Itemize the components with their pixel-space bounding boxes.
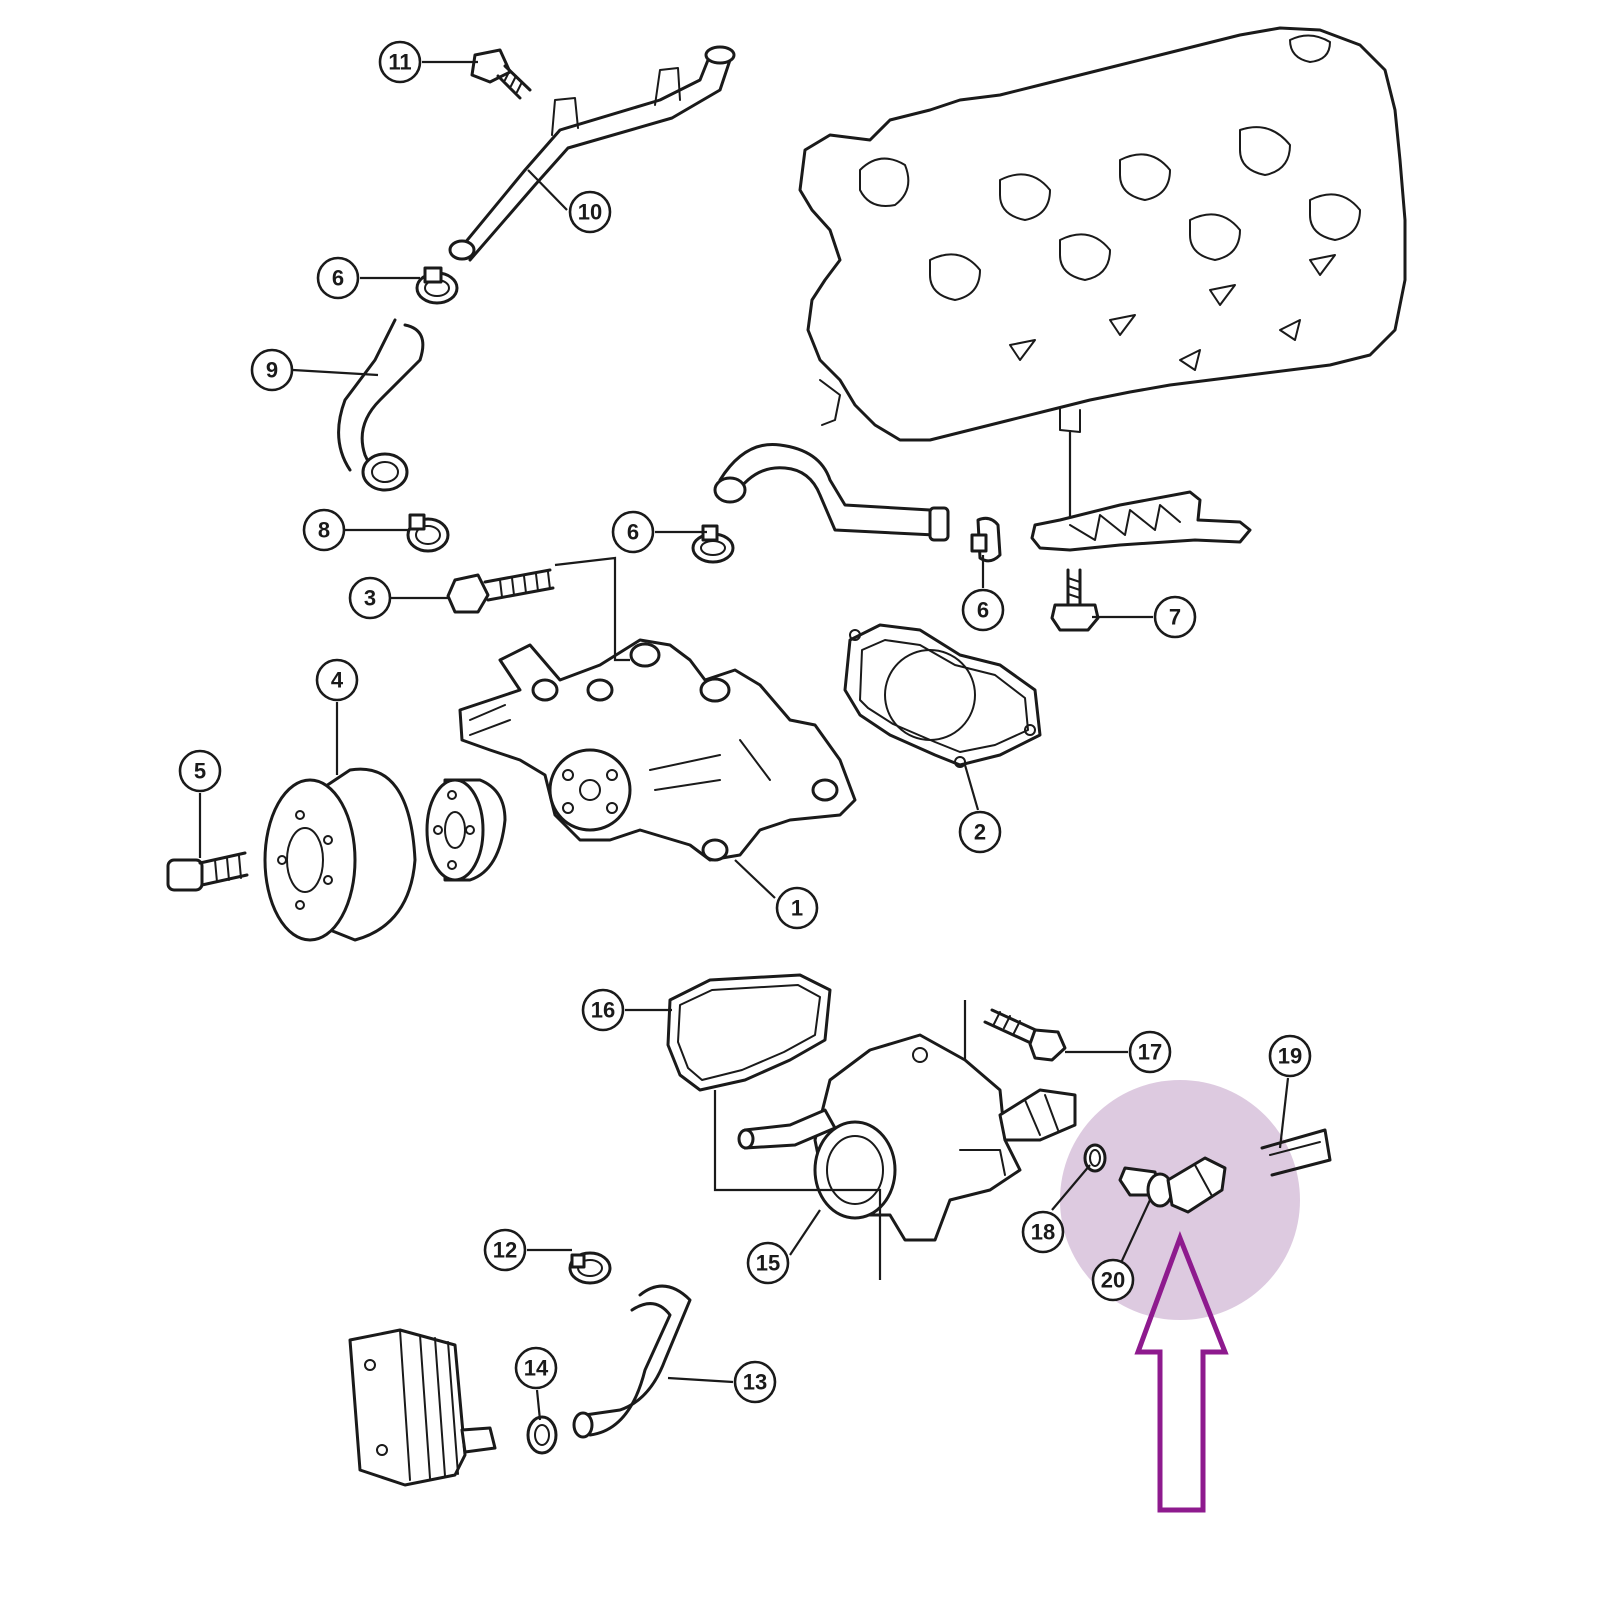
part-12-clamp [568,1251,612,1285]
callout-6-right: 6 [961,588,1005,632]
svg-text:6: 6 [332,266,344,291]
callout-20: 20 [1091,1258,1135,1302]
svg-text:19: 19 [1278,1044,1302,1069]
callout-13: 13 [733,1360,777,1404]
part-4-pulley [263,767,417,942]
part-3-bolt [446,568,555,614]
svg-text:16: 16 [591,998,615,1023]
part-14-clamp [526,1415,558,1455]
svg-text:10: 10 [578,200,602,225]
svg-text:3: 3 [364,586,376,611]
svg-text:6: 6 [977,598,989,623]
svg-text:9: 9 [266,358,278,383]
callout-3: 3 [348,576,392,620]
callout-8: 8 [302,508,346,552]
svg-text:15: 15 [756,1251,780,1276]
part-16-gasket [666,973,832,1092]
part-11-bolt [470,48,532,100]
callout-4: 4 [315,658,359,702]
intake-manifold [798,26,1407,442]
svg-text:4: 4 [331,668,344,693]
svg-text:6: 6 [627,520,639,545]
part-17-bolt [983,1008,1067,1062]
svg-text:5: 5 [194,759,206,784]
part-15-thermostat-housing [737,1033,1077,1242]
svg-text:17: 17 [1138,1040,1162,1065]
leader-lines [198,60,1290,1421]
svg-text:1: 1 [791,896,803,921]
part-5-bolt [166,851,249,892]
part-1-water-pump [458,638,857,862]
svg-text:8: 8 [318,518,330,543]
part-7-bolt [1050,568,1100,632]
bracket-pipe [1030,430,1252,552]
part-20-sensor [1118,1156,1227,1214]
callout-9: 9 [250,348,294,392]
callout-7: 7 [1153,595,1197,639]
part-6-clamp-right [970,516,1002,563]
part-10-coolant-pipe [448,45,736,262]
svg-text:7: 7 [1169,605,1181,630]
part-6-clamp-top [415,266,459,305]
callout-12: 12 [483,1228,527,1272]
svg-text:18: 18 [1031,1220,1055,1245]
callout-15: 15 [746,1241,790,1285]
callout-17: 17 [1128,1030,1172,1074]
callout-19: 19 [1268,1034,1312,1078]
callout-16: 16 [581,988,625,1032]
callout-1: 1 [775,886,819,930]
svg-text:2: 2 [974,820,986,845]
callout-11: 11 [378,40,422,84]
svg-text:12: 12 [493,1238,517,1263]
callout-6-middle: 6 [611,510,655,554]
callout-18: 18 [1021,1210,1065,1254]
part-13-hose [572,1284,692,1439]
part-9-hose [337,318,425,492]
callout-14: 14 [514,1346,558,1390]
part-18-o-ring [1083,1143,1107,1173]
part-6-clamp-middle [691,524,735,564]
svg-text:20: 20 [1101,1268,1125,1293]
part-2-gasket [843,623,1042,768]
middle-hose [713,442,950,542]
callout-6-top: 6 [316,256,360,300]
highlight-arrow [1134,1230,1229,1513]
part-8-clamp [406,513,450,553]
oil-cooler [348,1328,497,1487]
svg-text:13: 13 [743,1370,767,1395]
svg-text:11: 11 [388,50,411,75]
callout-5: 5 [178,749,222,793]
callout-10: 10 [568,190,612,234]
svg-text:14: 14 [524,1356,549,1381]
hub [425,778,507,882]
callout-2: 2 [958,810,1002,854]
part-19-clip [1260,1128,1332,1177]
